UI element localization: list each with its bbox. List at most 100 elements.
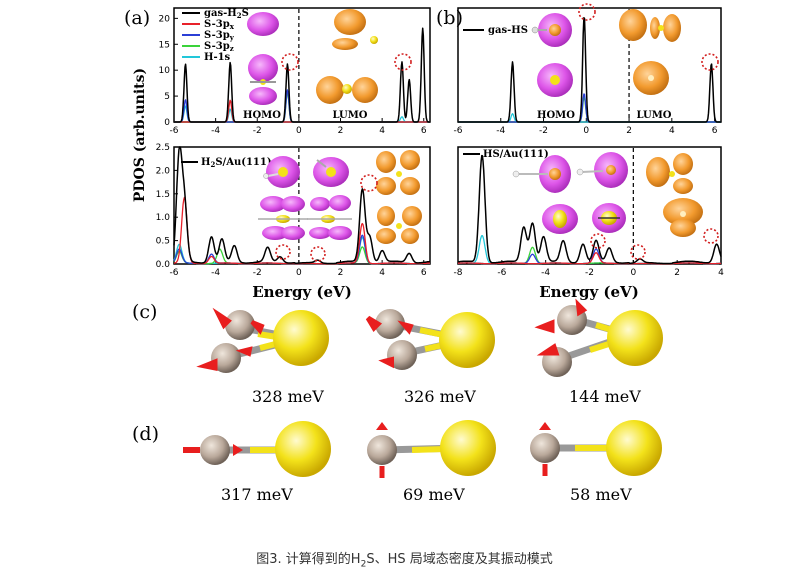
legend-label-s3pz: S-3pz xyxy=(204,41,234,53)
lumo-label-a: LUMO xyxy=(333,110,368,121)
x-tick-label: 4 xyxy=(379,268,385,278)
y-tick-label: 5 xyxy=(164,92,170,102)
series-h1s-curve xyxy=(457,113,722,123)
x-tick-label: 4 xyxy=(669,126,675,136)
vib-energy-d1: 317 meV xyxy=(221,485,293,504)
series-pz-curve xyxy=(173,91,431,123)
highlight-homo-b xyxy=(578,3,596,21)
orbital-homo-hs-gas: HOMO xyxy=(531,13,575,121)
highlight-circles xyxy=(275,3,719,262)
y-tick-label: 0.0 xyxy=(156,260,171,270)
figure-caption: 图3. 计算得到的H2S、HS 局域态密度及其振动模式 xyxy=(256,552,553,570)
lumo-label-b: LUMO xyxy=(637,110,672,121)
x-tick-label: -4 xyxy=(211,126,220,136)
displacement-arrow xyxy=(575,298,588,317)
series-py-curve xyxy=(457,93,722,123)
vib-energy-c3: 144 meV xyxy=(569,387,641,406)
x-tick-label: 0 xyxy=(296,126,302,136)
legend-label-gas-h2s: gas-H2S xyxy=(204,8,249,20)
displacement-arrow xyxy=(235,346,253,357)
hydrogen-atom xyxy=(375,309,405,339)
panel-label-b: (b) xyxy=(436,7,463,29)
x-tick-label: 4 xyxy=(379,126,385,136)
displacement-arrow xyxy=(378,356,394,369)
highlight-lumo-a xyxy=(394,53,412,71)
x-tick-label: 2 xyxy=(674,268,680,278)
orbital-lumo-h2s-gas: LUMO xyxy=(316,9,378,121)
series-px-curve xyxy=(173,99,431,123)
series-py-curve xyxy=(173,89,431,123)
x-tick-label: 0 xyxy=(630,268,636,278)
legend-label-h2s-au: H2S/Au(111) xyxy=(201,157,272,169)
legend-label-s3py: S-3py xyxy=(204,30,235,42)
x-tick-label: -4 xyxy=(211,268,220,278)
h2s-mode-3 xyxy=(534,298,663,377)
y-axis-title: PDOS (arb.units) xyxy=(132,68,148,202)
highlight-lumo-a-au-2 xyxy=(360,174,378,192)
x-tick-label: -4 xyxy=(541,268,550,278)
hydrogen-atom xyxy=(530,433,560,463)
vib-energy-c2: 326 meV xyxy=(404,387,476,406)
series-total-curve xyxy=(173,146,431,265)
hs-mode-1 xyxy=(183,421,331,477)
highlight-lumo-a-au-1 xyxy=(310,246,326,262)
displacement-arrow xyxy=(212,307,232,330)
orbital-lumo-hs-au xyxy=(646,153,703,237)
x-tick-label: 0 xyxy=(296,268,302,278)
sulfur-atom xyxy=(440,420,496,476)
h2s-mode-1 xyxy=(196,307,329,373)
hs-mode-2 xyxy=(367,420,496,478)
y-tick-label: 0 xyxy=(164,118,170,128)
x-tick-label: -2 xyxy=(253,268,262,278)
orbital-homo-h2s-gas: HOMO xyxy=(243,12,281,121)
legend-b-bottom: HS/Au(111) xyxy=(463,149,549,160)
sulfur-atom xyxy=(275,421,331,477)
panel-label-c: (c) xyxy=(132,301,157,323)
orbital-homo-hs-au xyxy=(512,152,628,234)
vibration-modes-c: 328 meV 326 meV 144 meV xyxy=(196,298,663,406)
displacement-arrow xyxy=(539,422,551,430)
x-tick-label: -6 xyxy=(454,126,463,136)
displacement-arrow xyxy=(376,422,388,430)
homo-label-b: HOMO xyxy=(537,110,575,121)
x-tick-label: 2 xyxy=(338,268,344,278)
highlight-lumo-b-au-2 xyxy=(703,228,719,244)
y-tick-label: 1.0 xyxy=(156,213,171,223)
y-tick-label: 15 xyxy=(159,40,170,50)
y-tick-label: 20 xyxy=(159,14,171,24)
legend-label-s3px: S-3px xyxy=(204,19,235,31)
displacement-arrow xyxy=(534,319,555,334)
orbital-homo-h2s-au xyxy=(258,156,352,240)
displacement-arrow xyxy=(536,343,560,356)
highlight-lumo-b xyxy=(701,53,719,71)
hydrogen-atom xyxy=(200,435,230,465)
hydrogen-atom xyxy=(225,310,255,340)
displacement-arrow xyxy=(250,320,265,335)
y-tick-label: 0.5 xyxy=(156,237,170,247)
sulfur-atom xyxy=(273,310,329,366)
highlight-homo-a xyxy=(281,53,299,71)
x-tick-label: -8 xyxy=(454,268,463,278)
x-tick-label: -2 xyxy=(585,268,594,278)
panel-label-a: (a) xyxy=(124,7,150,29)
legend-label-h1s: H-1s xyxy=(204,52,231,63)
x-tick-label: 2 xyxy=(338,126,344,136)
panel-label-d: (d) xyxy=(132,423,159,445)
x-tick-label: -2 xyxy=(539,126,548,136)
series-total-curve xyxy=(173,27,431,123)
y-tick-label: 1.5 xyxy=(156,190,170,200)
legend-label-gas-hs: gas-HS xyxy=(488,25,528,36)
hydrogen-atom xyxy=(211,343,241,373)
highlight-homo-b-au xyxy=(590,233,606,249)
x-tick-label: 6 xyxy=(421,268,427,278)
h2s-mode-2 xyxy=(365,309,495,370)
vibration-modes-d: 317 meV 69 meV 58 meV xyxy=(183,420,662,504)
sulfur-atom xyxy=(439,312,495,368)
series-pz-curve xyxy=(457,96,722,123)
x-tick-label: -2 xyxy=(253,126,262,136)
legend-a-bottom: H2S/Au(111) xyxy=(181,157,272,169)
displacement-arrow xyxy=(365,315,383,333)
